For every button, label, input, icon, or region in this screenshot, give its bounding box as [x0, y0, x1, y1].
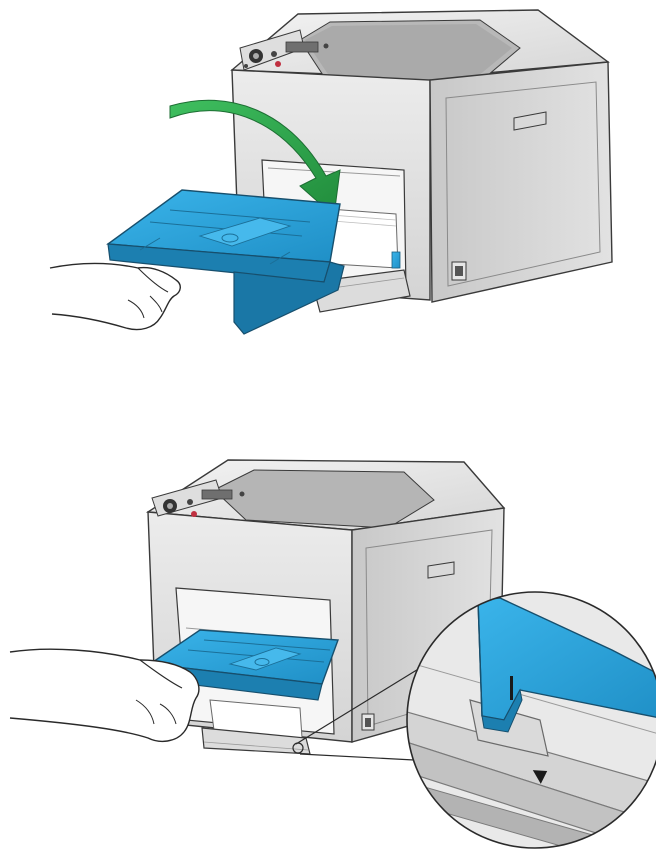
zoom-callout-icon: [406, 591, 656, 849]
alignment-mark-icon: [532, 770, 548, 784]
hand-icon: [9, 648, 200, 743]
step-2-illustration: [9, 459, 656, 849]
output-tray-extension-icon: [148, 629, 339, 701]
step-1-illustration: [49, 9, 613, 335]
hand-icon: [49, 262, 181, 331]
zoom-callout-leaders: [292, 667, 421, 761]
output-tray-extension-icon: [106, 189, 345, 335]
alignment-line-mark: [510, 676, 513, 700]
